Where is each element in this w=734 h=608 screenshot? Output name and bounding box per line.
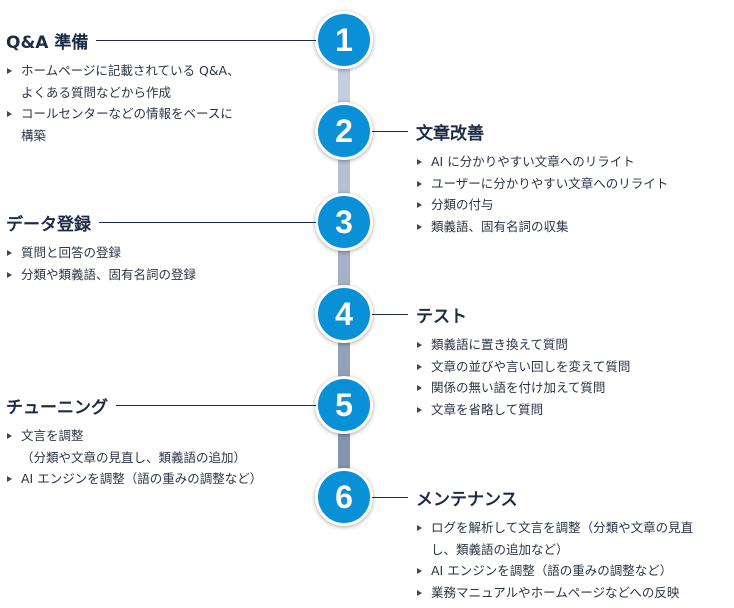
connector-bar — [338, 242, 350, 294]
list-item: ログを解析して文言を調整（分類や文章の見直し、類義語の追加など） — [416, 517, 693, 560]
step-header: チューニング — [6, 393, 316, 418]
item-text: 文章の並びや言い回しを変えて質問 — [431, 358, 631, 374]
connector-bar — [338, 151, 350, 202]
list-item: 分類や類義語、固有名詞の登録 — [6, 264, 196, 286]
step-title: Q&A 準備 — [6, 32, 89, 53]
item-text: ユーザーに分かりやすい文章へのリライト — [431, 175, 669, 191]
step-number-circle: 4 — [315, 285, 373, 343]
item-text: AI エンジンを調整（語の重みの調整など） — [431, 563, 673, 578]
step-header: Q&A 準備 — [6, 28, 316, 53]
list-item: 文言を調整 （分類や文章の見直し、類義語の追加） — [6, 425, 262, 468]
item-text: 文言を調整 — [21, 428, 84, 443]
item-text: ログを解析して文言を調整（分類や文章の見直 — [431, 520, 694, 535]
list-item: 文章を省略して質問 — [416, 399, 630, 421]
item-text: （分類や文章の見直し、類義語の追加） — [21, 449, 247, 465]
step-title: 文章改善 — [416, 123, 484, 144]
list-item: 類義語に置き換えて質問 — [416, 334, 630, 356]
item-text: よくある質問などから作成 — [21, 84, 172, 100]
step-items: ログを解析して文言を調整（分類や文章の見直し、類義語の追加など） AI エンジンを… — [416, 517, 693, 603]
connector-bar — [338, 60, 350, 111]
step-title: テスト — [416, 306, 467, 327]
list-item: 分類の付与 — [416, 194, 668, 216]
step-number-circle: 5 — [315, 376, 373, 434]
step-header: メンテナンス — [372, 485, 712, 510]
step-header: テスト — [372, 302, 712, 327]
list-item: 文章の並びや言い回しを変えて質問 — [416, 356, 630, 378]
item-text: し、類義語の追加など） — [431, 541, 569, 557]
item-text: コールセンターなどの情報をベースに — [21, 106, 233, 121]
step-items: 文言を調整 （分類や文章の見直し、類義語の追加） AI エンジンを調整（語の重みの調… — [6, 425, 262, 490]
step-items: AI に分かりやすい文章へのリライトユーザーに分かりやすい文章へのリライト分類の… — [416, 151, 668, 237]
leader-line — [372, 313, 408, 315]
step-number-circle: 2 — [315, 102, 373, 160]
step-items: 質問と回答の登録分類や類義語、固有名詞の登録 — [6, 242, 196, 285]
connector-bar — [338, 425, 350, 477]
step-title: チューニング — [6, 397, 108, 418]
item-text: 文章を省略して質問 — [431, 401, 544, 417]
leader-line — [372, 130, 408, 132]
list-item: ユーザーに分かりやすい文章へのリライト — [416, 173, 668, 195]
step-title: メンテナンス — [416, 489, 518, 510]
step-items: ホームページに記載されている Q&A、よくある質問などから作成コールセンターなど… — [6, 60, 240, 146]
step-number-circle: 3 — [315, 193, 373, 251]
list-item: 質問と回答の登録 — [6, 242, 196, 264]
item-text: 関係の無い語を付け加えて質問 — [431, 380, 606, 395]
item-text: 類義語、固有名詞の収集 — [431, 218, 569, 234]
leader-line — [96, 39, 316, 41]
step-number-circle: 6 — [315, 468, 373, 526]
item-text: 類義語に置き換えて質問 — [431, 337, 568, 352]
list-item: AI に分かりやすい文章へのリライト — [416, 151, 668, 173]
item-text: 分類や類義語、固有名詞の登録 — [21, 266, 197, 282]
item-text: AI エンジンを調整（語の重みの調整など） — [21, 471, 263, 486]
step-number-circle: 1 — [315, 11, 373, 69]
item-text: AI に分かりやすい文章へのリライト — [431, 154, 635, 169]
list-item: 類義語、固有名詞の収集 — [416, 216, 668, 238]
item-text: 質問と回答の登録 — [21, 245, 122, 260]
leader-line — [99, 221, 316, 223]
list-item: 関係の無い語を付け加えて質問 — [416, 377, 630, 399]
list-item: 業務マニュアルやホームページなどへの反映 — [416, 582, 693, 604]
item-text: 構築 — [21, 127, 47, 143]
step-header: 文章改善 — [372, 119, 712, 144]
step-title: データ登録 — [6, 214, 91, 235]
leader-line — [372, 496, 408, 498]
item-text: 業務マニュアルやホームページなどへの反映 — [431, 584, 680, 600]
list-item: コールセンターなどの情報をベースに構築 — [6, 103, 240, 146]
list-item: AI エンジンを調整（語の重みの調整など） — [416, 560, 693, 582]
item-text: ホームページに記載されている Q&A、 — [21, 63, 240, 78]
list-item: ホームページに記載されている Q&A、よくある質問などから作成 — [6, 60, 240, 103]
step-items: 類義語に置き換えて質問文章の並びや言い回しを変えて質問関係の無い語を付け加えて質… — [416, 334, 630, 420]
connector-bar — [338, 334, 350, 385]
step-header: データ登録 — [6, 210, 316, 235]
list-item: AI エンジンを調整（語の重みの調整など） — [6, 468, 262, 490]
leader-line — [116, 404, 316, 406]
item-text: 分類の付与 — [431, 197, 494, 212]
